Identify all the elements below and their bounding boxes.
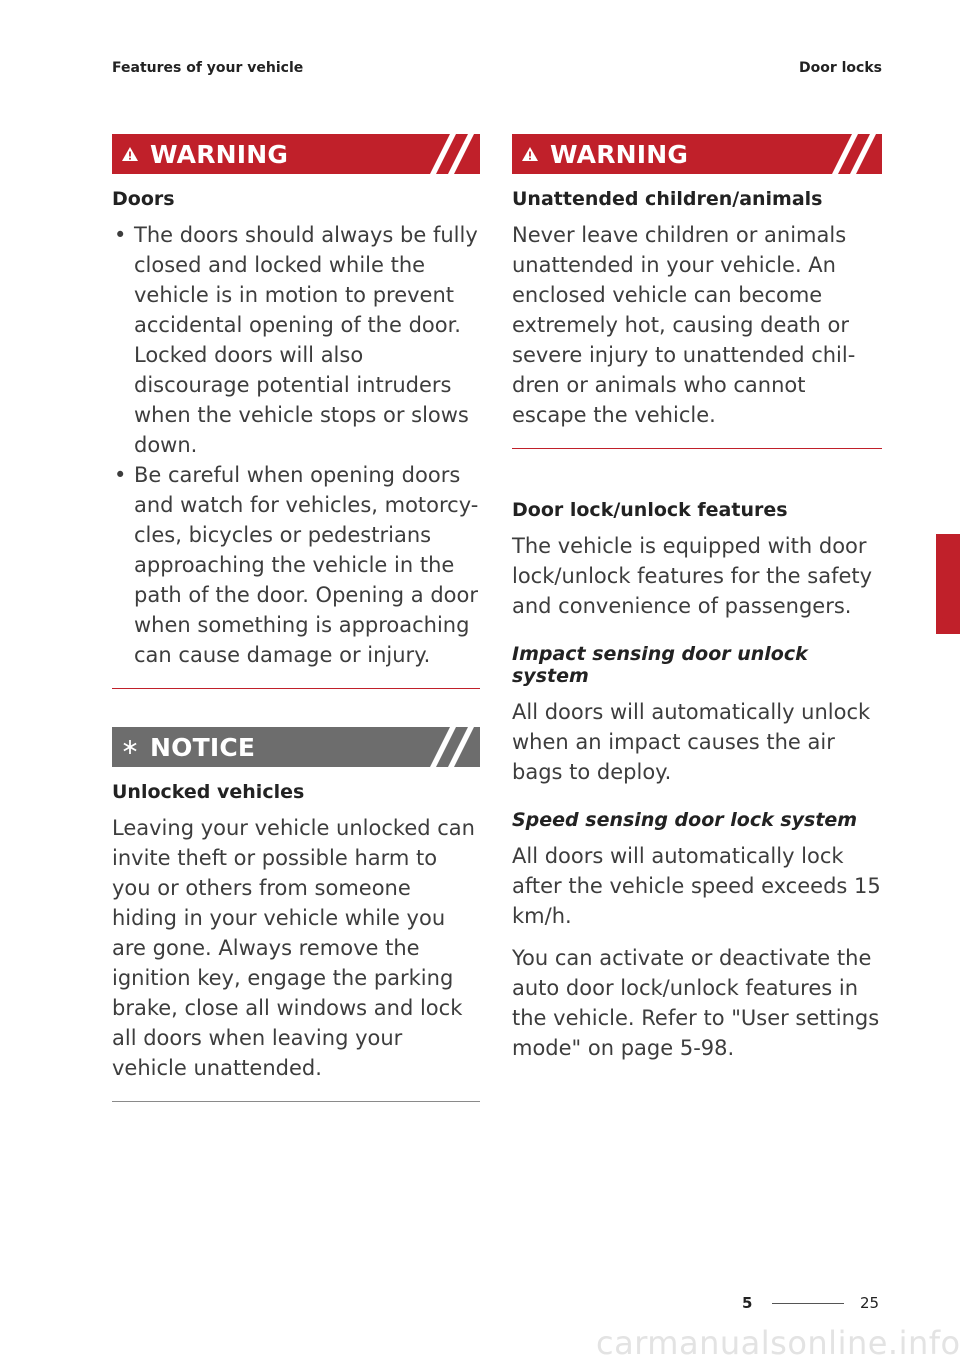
- list-item: •Be careful when opening doors and watch…: [112, 460, 480, 670]
- divider: [112, 688, 480, 689]
- bullet-icon: •: [114, 463, 127, 487]
- speed-settings-text: You can activate or deactivate the auto …: [512, 946, 880, 1060]
- warning-banner: WARNING: [512, 134, 882, 174]
- warning-title-children: Unattended children/animals: [512, 188, 823, 210]
- section-title-door-lock-features: Door lock/unlock features: [512, 499, 788, 521]
- warning-label: WARNING: [550, 139, 689, 169]
- subsection-title-impact: Impact sensing door unlock system: [512, 643, 808, 687]
- list-item: •The doors should always be fully closed…: [112, 220, 480, 460]
- slash-decoration-icon: [832, 134, 876, 174]
- subsection-title-speed: Speed sensing door lock system: [512, 809, 858, 831]
- warning-banner: WARNING: [112, 134, 480, 174]
- chapter-tab-number: 5: [938, 608, 952, 630]
- features-text: The vehicle is equipped with door lock/u…: [512, 534, 873, 618]
- chapter-tab: [936, 534, 960, 634]
- notice-text: Leaving your vehicle unlocked can invite…: [112, 816, 475, 1080]
- notice-label: NOTICE: [150, 732, 256, 762]
- divider: [112, 1101, 480, 1102]
- warning-title-doors: Doors: [112, 188, 175, 210]
- slash-decoration-icon: [430, 727, 474, 767]
- notice-title: Unlocked vehicles: [112, 781, 305, 803]
- warning-triangle-icon: [512, 146, 548, 162]
- warning-bullet-list: •The doors should always be fully closed…: [112, 220, 480, 670]
- page-number: 25: [860, 1294, 880, 1312]
- bullet-icon: •: [114, 223, 127, 247]
- warning-triangle-icon: [112, 146, 148, 162]
- notice-banner: NOTICE: [112, 727, 480, 767]
- running-header-section: Features of your vehicle: [112, 60, 304, 76]
- divider: [512, 448, 882, 449]
- footer-divider: [772, 1303, 844, 1304]
- slash-decoration-icon: [430, 134, 474, 174]
- impact-text: All doors will automatically unlock when…: [512, 700, 871, 784]
- speed-text: All doors will automatically lock after …: [512, 844, 881, 928]
- warning-text: Never leave children or animals unattend…: [512, 223, 856, 427]
- left-column: WARNING Doors •The doors should always b…: [112, 134, 480, 1102]
- right-column: WARNING Unattended children/animals Neve…: [512, 134, 882, 1063]
- warning-label: WARNING: [150, 139, 289, 169]
- footer-chapter: 5: [742, 1294, 753, 1312]
- running-header-topic: Door locks: [799, 60, 882, 76]
- watermark: carmanualsonline.info: [596, 1324, 960, 1362]
- asterisk-icon: [112, 739, 148, 755]
